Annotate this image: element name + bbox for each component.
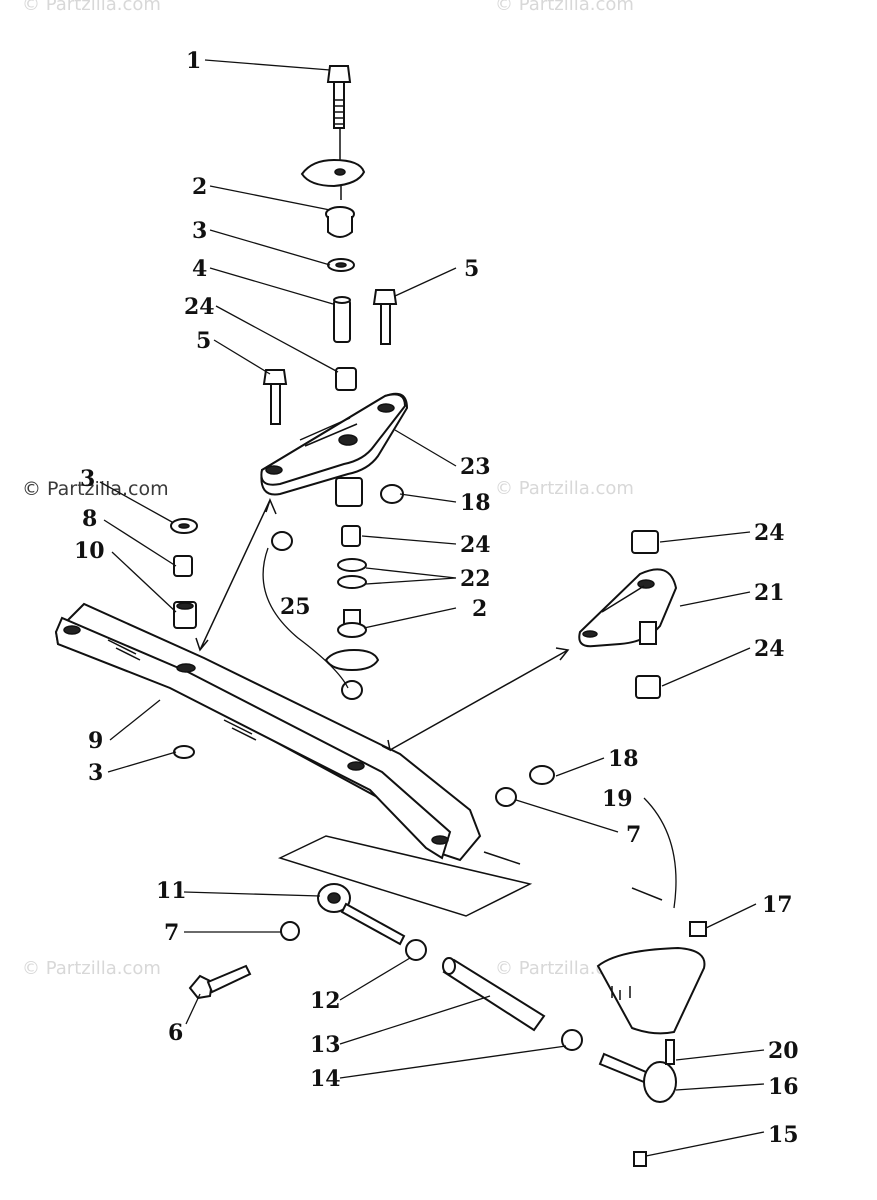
callout-5: 5 [196, 328, 211, 354]
bushing-part-24-a [335, 367, 357, 391]
washer-part-7-left [280, 921, 300, 941]
callout-24: 24 [754, 520, 785, 546]
callout-5: 5 [464, 256, 479, 282]
callout-21: 21 [754, 580, 785, 606]
callout-1: 1 [186, 48, 201, 74]
bolt-part-6 [188, 964, 252, 1000]
tie-rod-end-part-16 [598, 1039, 677, 1103]
callout-19: 19 [602, 786, 633, 812]
callout-7: 7 [626, 822, 641, 848]
washer-part-7-right [495, 787, 517, 807]
callout-3: 3 [192, 218, 207, 244]
callout-4: 4 [192, 256, 207, 282]
nut-part-18-bottom [529, 765, 555, 785]
plate-part [300, 158, 366, 188]
callout-24: 24 [754, 636, 785, 662]
idler-arm-part-21 [578, 568, 678, 648]
bushing-part-8 [173, 555, 193, 577]
bolt-part-1 [326, 65, 352, 129]
parts-drawing [54, 65, 707, 1167]
rod-end-part-11 [317, 883, 406, 946]
spacer-part-4 [333, 296, 351, 343]
washer-part-22-b [337, 575, 367, 589]
watermark-mid-left: © Partzilla.com [22, 478, 169, 500]
washer-part-3-bottom [173, 745, 195, 759]
callout-9: 9 [88, 728, 103, 754]
callout-6: 6 [168, 1020, 183, 1046]
watermark-top-right: © Partzilla.com [495, 0, 634, 15]
bolt-part-5-right [372, 289, 398, 345]
callout-12: 12 [310, 988, 341, 1014]
pitman-arm-part-23 [260, 392, 409, 507]
callout-numbers: 1 2 3 4 5 24 5 23 18 3 8 10 24 22 2 25 2… [74, 48, 799, 1148]
callout-24: 24 [184, 294, 215, 320]
callout-18: 18 [608, 746, 639, 772]
callout-23: 23 [460, 454, 491, 480]
callout-22: 22 [460, 566, 491, 592]
arrow-1 [195, 497, 277, 652]
arrow-3 [483, 851, 521, 865]
watermark-bottom-left: © Partzilla.com [22, 958, 161, 979]
callout-16: 16 [768, 1074, 799, 1100]
watermark-top-left: © Partzilla.com [22, 0, 161, 15]
drag-link-part-9 [54, 602, 482, 862]
callout-24: 24 [460, 532, 491, 558]
callout-2: 2 [192, 174, 207, 200]
callout-20: 20 [768, 1038, 799, 1064]
callout-11: 11 [156, 878, 187, 904]
callout-3: 3 [80, 466, 95, 492]
bolt-part-5-left [262, 369, 288, 425]
callout-10: 10 [74, 538, 105, 564]
arrow-2 [381, 647, 570, 752]
callout-17: 17 [762, 892, 793, 918]
washer-part-22-a [337, 558, 367, 572]
callout-25: 25 [280, 594, 311, 620]
callout-8: 8 [82, 506, 97, 532]
watermark-mid-right: © Partzilla.com [495, 478, 634, 499]
bushing-part-2-bottom [337, 609, 367, 638]
callout-leaders [99, 59, 765, 1157]
watermark-bottom-right: © Partzilla.com [495, 958, 634, 979]
cotter-pin-part-19 [631, 887, 663, 901]
grease-fitting-part-15 [633, 1151, 647, 1167]
callout-14: 14 [310, 1066, 341, 1092]
callout-13: 13 [310, 1032, 341, 1058]
nut-part-18-top [380, 484, 404, 504]
callout-18: 18 [460, 490, 491, 516]
nut-part-12 [405, 939, 427, 961]
castle-nut-part-17 [689, 921, 707, 937]
nut-part-25-a [271, 531, 293, 551]
bushing-part-24-b [341, 525, 361, 547]
callout-3: 3 [88, 760, 103, 786]
assembly-box [277, 835, 533, 917]
tie-rod-sleeve-part-13 [442, 957, 546, 1032]
callout-2: 2 [472, 596, 487, 622]
bushing-part-2-top [325, 206, 355, 238]
callout-7: 7 [164, 920, 179, 946]
bushing-part-24-c [631, 530, 659, 554]
bushing-part-24-d [635, 675, 661, 699]
nut-part-14 [561, 1029, 583, 1051]
steering-arm-bracket [596, 946, 706, 1035]
callout-15: 15 [768, 1122, 799, 1148]
